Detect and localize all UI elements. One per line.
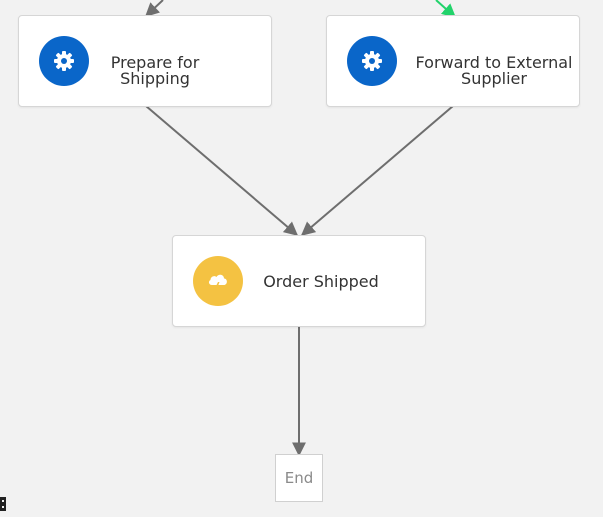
node-end[interactable]: End [275, 454, 323, 502]
node-prepare-for-shipping[interactable]: Prepare for Shipping [18, 15, 272, 107]
edge-prepare-shipping-to-order-shipped[interactable] [145, 105, 299, 236]
edge-upstream-to-prepare-shipping[interactable] [144, 0, 164, 17]
event-badge [193, 256, 243, 306]
task-badge [347, 36, 397, 86]
node-label: Prepare for Shipping [110, 53, 200, 88]
node-label: Order Shipped [263, 272, 379, 291]
cloud-lightning-icon [208, 274, 227, 291]
end-label: End [284, 469, 314, 487]
node-label: Forward to External Supplier [415, 53, 573, 88]
toolbar-icon[interactable] [0, 497, 8, 511]
edge-forward-supplier-to-order-shipped[interactable] [300, 105, 454, 236]
edge-upstream-to-forward-supplier[interactable] [435, 0, 457, 18]
gear-icon [54, 51, 74, 71]
gear-icon [362, 51, 382, 71]
task-badge [39, 36, 89, 86]
node-order-shipped[interactable]: Order Shipped [172, 235, 426, 327]
node-forward-to-external-supplier[interactable]: Forward to External Supplier [326, 15, 580, 107]
